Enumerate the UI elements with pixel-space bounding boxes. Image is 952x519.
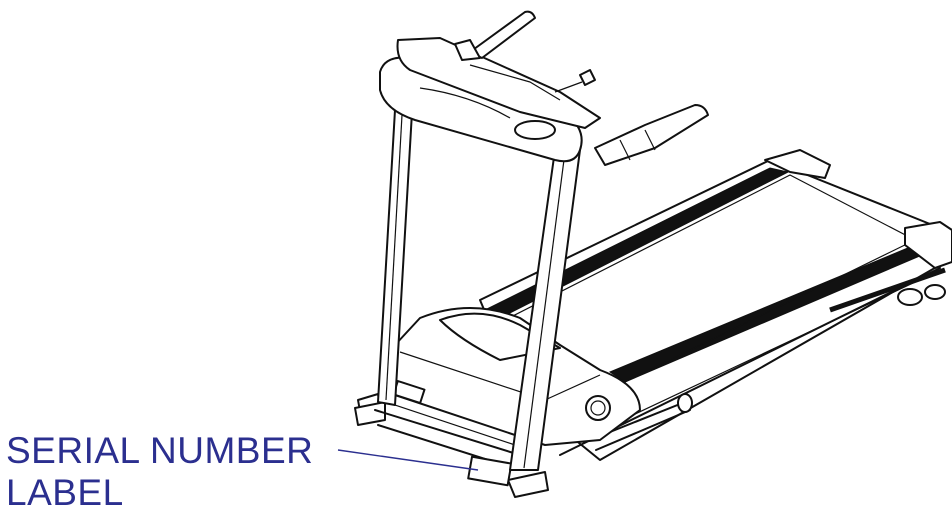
serial-number-callout: SERIAL NUMBER LABEL	[6, 430, 313, 514]
motor-hood	[394, 307, 641, 446]
console	[379, 37, 601, 163]
base-frame	[354, 380, 549, 498]
callout-line-2: LABEL	[6, 472, 124, 513]
callout-line-1: SERIAL NUMBER	[6, 430, 314, 471]
handlebars	[454, 10, 709, 166]
